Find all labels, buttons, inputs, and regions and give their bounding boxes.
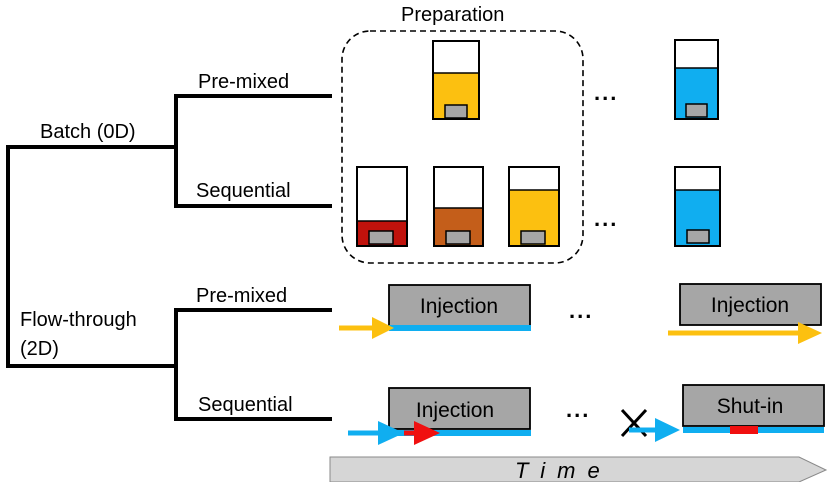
- blue-flow-line: [389, 325, 531, 331]
- red-slug-segment: [730, 426, 758, 434]
- ellipsis-flow-sequential: ...: [566, 397, 590, 422]
- batch-label: Batch (0D): [40, 121, 136, 143]
- beaker-outline: [356, 166, 408, 247]
- blue-flow-line: [389, 430, 531, 436]
- injection-label: Injection: [416, 399, 494, 422]
- injection-label: Injection: [420, 295, 498, 318]
- beaker-outline: [433, 166, 484, 247]
- beaker-sequential-orange: [433, 166, 484, 247]
- flow-premixed-right: Injection: [668, 283, 822, 344]
- injection-box: [679, 283, 822, 326]
- stir-bar-icon: [520, 230, 546, 245]
- flow-premixed-left: Injection: [339, 284, 531, 339]
- batch-premixed-label: Pre-mixed: [198, 71, 289, 93]
- stir-bar-icon: [685, 103, 708, 118]
- beaker-sequential-blue: [674, 166, 721, 247]
- time-arrow-shape: [329, 456, 828, 483]
- stir-bar-icon: [444, 104, 468, 119]
- time-arrow: Time: [329, 456, 828, 483]
- time-label: Time: [515, 458, 612, 482]
- beaker-outline: [674, 166, 721, 247]
- blocked-flow: [620, 408, 680, 442]
- stir-bar-icon: [445, 230, 471, 245]
- flow-sequential-left: Injection: [348, 387, 531, 445]
- yellow-arrow-icon: [798, 322, 822, 344]
- flow-sequential-right: Shut-in: [682, 384, 825, 434]
- stir-bar-icon: [368, 230, 394, 245]
- beaker-premixed-yellow: [432, 40, 480, 120]
- blue-arrow-icon: [655, 418, 680, 442]
- beaker-outline: [508, 166, 560, 247]
- flow-premixed-label: Pre-mixed: [196, 285, 287, 307]
- injection-box: [388, 387, 531, 430]
- preparation-dashed-region: [341, 30, 584, 264]
- shut-in-box: [682, 384, 825, 427]
- ellipsis-batch-premixed: ...: [594, 80, 618, 105]
- ellipsis-flow-premixed: ...: [569, 298, 593, 323]
- beaker-premixed-blue: [674, 39, 719, 120]
- tree-lines: [6, 94, 332, 421]
- stir-bar-icon: [686, 229, 710, 244]
- flow-through-label-line1: Flow-through: [20, 309, 137, 331]
- beaker-outline: [674, 39, 719, 120]
- beaker-sequential-red: [356, 166, 408, 247]
- flow-sequential-label: Sequential: [198, 394, 293, 416]
- ellipsis-batch-sequential: ...: [594, 206, 618, 231]
- cross-icon-stroke: [620, 408, 648, 438]
- beaker-outline: [432, 40, 480, 120]
- injection-label: Injection: [711, 294, 789, 317]
- flow-through-label-line2: (2D): [20, 338, 59, 360]
- beaker-sequential-yellow: [508, 166, 560, 247]
- preparation-title: Preparation: [401, 4, 504, 26]
- injection-box: [388, 284, 531, 327]
- batch-sequential-label: Sequential: [196, 180, 291, 202]
- blue-arrow-icon: [378, 421, 404, 445]
- yellow-arrow-icon: [372, 317, 394, 339]
- red-arrow-icon: [414, 421, 440, 445]
- shut-in-label: Shut-in: [717, 395, 784, 418]
